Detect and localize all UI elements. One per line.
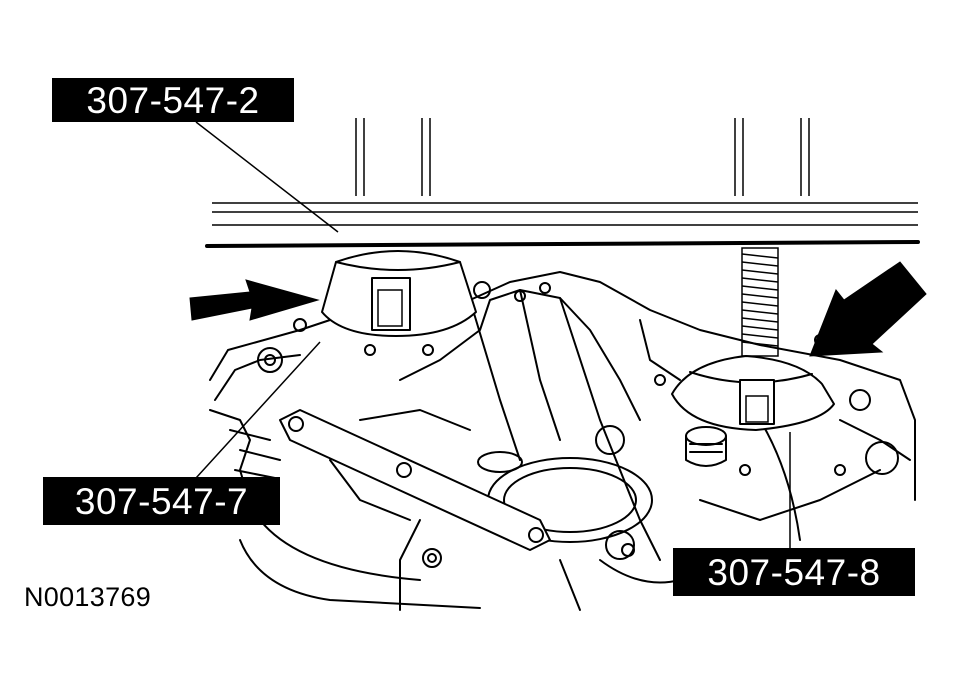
- callout-307-547-7: 307-547-7: [43, 477, 280, 525]
- figure-id: N0013769: [24, 582, 152, 612]
- callout-307-547-2: 307-547-2: [52, 78, 294, 122]
- arrow-down-left-icon: [809, 261, 927, 357]
- arrow-right-icon: [189, 279, 320, 321]
- leader-lines: [195, 121, 791, 548]
- adapter-307-547-7: [321, 250, 477, 337]
- crossbar: [205, 202, 920, 248]
- fixture-rods: [355, 118, 810, 196]
- adapter-307-547-8: [671, 355, 835, 431]
- transmission-case: [209, 271, 916, 611]
- threaded-screw: [741, 247, 779, 357]
- callout-307-547-8: 307-547-8: [673, 548, 915, 596]
